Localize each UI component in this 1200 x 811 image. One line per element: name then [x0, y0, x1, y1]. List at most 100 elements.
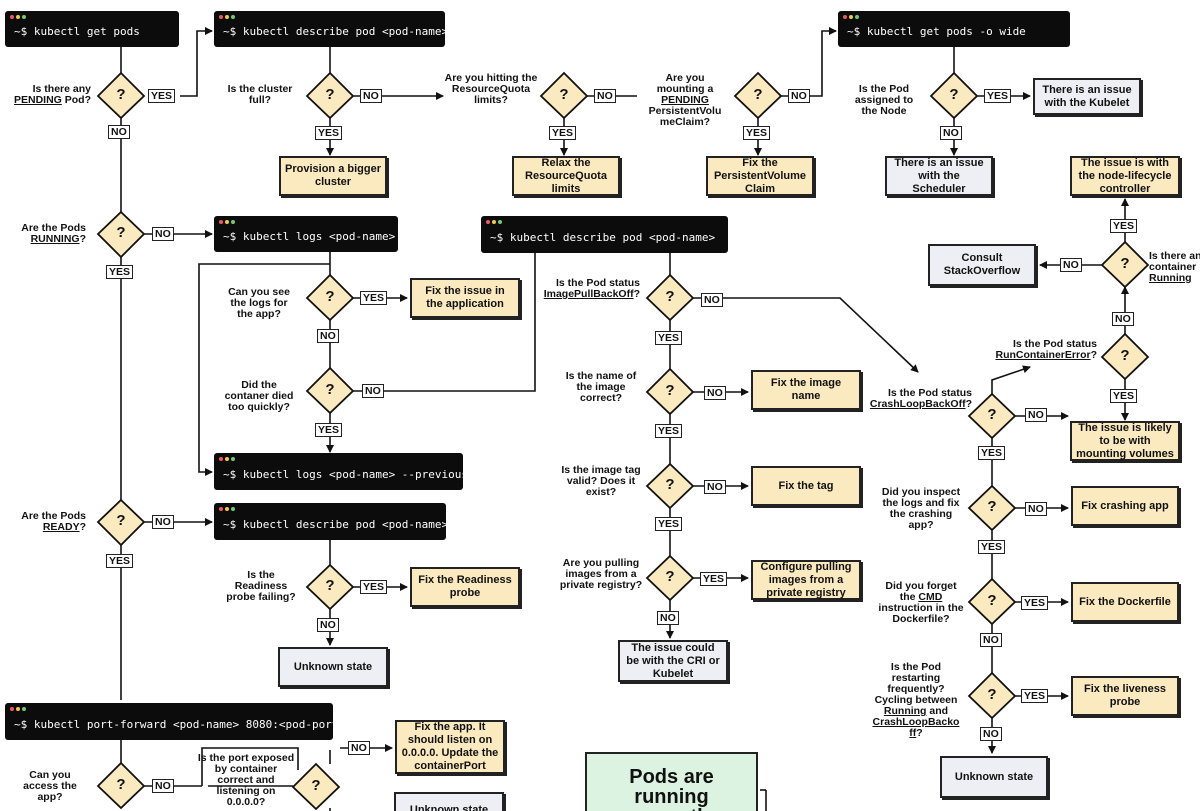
diamond-question-mark: ? — [987, 686, 997, 703]
window-dots-icon — [219, 15, 237, 20]
question-pod-assigned: Is the Pod assigned to the Node — [854, 83, 914, 117]
yes-label: YES — [360, 580, 388, 594]
action-fix-image-name: Fix the image name — [751, 370, 861, 410]
no-label: NO — [152, 227, 174, 241]
no-label: NO — [1025, 408, 1047, 422]
diamond-question-mark: ? — [987, 406, 997, 423]
outcome-consult-stackoverflow: Consult StackOverflow — [928, 244, 1036, 286]
outcome-unknown-state: Unknown state — [940, 756, 1048, 798]
diamond-question-mark: ? — [665, 568, 675, 585]
window-dots-icon — [219, 507, 237, 512]
outcome-unknown-state: Unknown state — [394, 792, 504, 811]
no-label: NO — [657, 611, 679, 625]
outcome-unknown-state: Unknown state — [278, 647, 388, 687]
yes-label: YES — [655, 424, 683, 438]
diamond-question-mark: ? — [665, 288, 675, 305]
action-fix-dockerfile: Fix the Dockerfile — [1071, 582, 1179, 622]
action-fix-crashing-app: Fix crashing app — [1071, 486, 1179, 526]
yes-label: YES — [1110, 389, 1138, 403]
action-fix-pvc: Fix the PersistentVolume Claim — [706, 156, 814, 196]
window-dots-icon — [219, 457, 237, 462]
diamond-question-mark: ? — [987, 592, 997, 609]
command-text: ~$ kubectl get pods -o wide — [847, 25, 1026, 38]
yes-label: YES — [315, 423, 343, 437]
window-dots-icon — [10, 707, 28, 712]
command-text: ~$ kubectl logs <pod-name> — [223, 230, 396, 243]
yes-label: YES — [106, 554, 134, 568]
diamond-question-mark: ? — [311, 777, 321, 794]
diamond-question-mark: ? — [1120, 255, 1130, 272]
question-image-name: Is the name of the image correct? — [565, 370, 637, 404]
diamond-question-mark: ? — [116, 776, 126, 793]
no-label: NO — [704, 386, 726, 400]
command-text: ~$ kubectl describe pod <pod-name> — [490, 231, 716, 244]
diamond-question-mark: ? — [325, 381, 335, 398]
action-fix-readiness-probe: Fix the Readiness probe — [410, 567, 520, 607]
diamond-question-mark: ? — [325, 577, 335, 594]
yes-label: YES — [148, 89, 176, 103]
yes-label: YES — [549, 126, 577, 140]
yes-label: YES — [978, 540, 1006, 554]
action-fix-application: Fix the issue in the application — [410, 278, 520, 318]
question-image-tag: Is the image tag valid? Does it exist? — [561, 464, 641, 498]
question-readiness-probe: Is the Readiness probe failing? — [226, 569, 296, 603]
no-label: NO — [348, 741, 370, 755]
diamond-question-mark: ? — [1120, 347, 1130, 364]
no-label: NO — [152, 779, 174, 793]
action-relax-resourcequota: Relax the ResourceQuota limits — [512, 156, 620, 196]
command-kubectl-describe-pod: ~$ kubectl describe pod <pod-name> — [214, 11, 448, 47]
outcome-kubelet-issue: There is an issue with the Kubelet — [1033, 78, 1141, 115]
question-port-exposed: Is the port exposed by container correct… — [197, 752, 295, 808]
yes-label: YES — [984, 89, 1012, 103]
no-label: NO — [1060, 258, 1082, 272]
command-kubectl-get-pods: ~$ kubectl get pods — [5, 11, 179, 47]
command-kubectl-logs-previous: ~$ kubectl logs <pod-name> --previous — [214, 453, 468, 490]
command-kubectl-port-forward: ~$ kubectl port-forward <pod-name> 8080:… — [5, 703, 345, 740]
command-text: ~$ kubectl logs <pod-name> --previous — [223, 468, 469, 481]
diamond-question-mark: ? — [325, 288, 335, 305]
command-kubectl-logs: ~$ kubectl logs <pod-name> — [214, 216, 398, 252]
command-kubectl-describe-pod: ~$ kubectl describe pod <pod-name> — [214, 503, 448, 540]
action-fix-liveness-probe: Fix the liveness probe — [1071, 676, 1179, 716]
no-label: NO — [317, 618, 339, 632]
yes-label: YES — [743, 126, 771, 140]
command-text: ~$ kubectl get pods — [14, 25, 140, 38]
question-cluster-full: Is the cluster full? — [227, 83, 293, 106]
diamond-question-mark: ? — [116, 86, 126, 103]
diamond-question-mark: ? — [949, 86, 959, 103]
command-text: ~$ kubectl port-forward <pod-name> 8080:… — [14, 718, 346, 731]
command-kubectl-get-pods-wide: ~$ kubectl get pods -o wide — [838, 11, 1070, 47]
command-kubectl-describe-pod: ~$ kubectl describe pod <pod-name> — [481, 216, 728, 253]
yes-label: YES — [1021, 596, 1049, 610]
no-label: NO — [360, 89, 382, 103]
no-label: NO — [1112, 312, 1134, 326]
outcome-mounting-volumes: The issue is likely to be with mounting … — [1070, 421, 1180, 461]
diamond-question-mark: ? — [665, 382, 675, 399]
yes-label: YES — [655, 331, 683, 345]
no-label: NO — [940, 126, 962, 140]
question-resourcequota: Are you hitting the ResourceQuota limits… — [444, 72, 538, 106]
action-provision-bigger-cluster: Provision a bigger cluster — [279, 156, 387, 196]
no-label: NO — [980, 633, 1002, 647]
decision-diamonds — [96, 71, 1150, 811]
no-label: NO — [1025, 502, 1047, 516]
no-label: NO — [701, 293, 723, 307]
yes-label: YES — [655, 517, 683, 531]
question-died-quickly: Did the contaner died too quickly? — [224, 379, 294, 413]
action-fix-app-listen-address: Fix the app. It should listen on 0.0.0.0… — [395, 720, 505, 774]
diamond-question-mark: ? — [116, 512, 126, 529]
question-see-logs: Can you see the logs for the app? — [228, 286, 290, 320]
diamond-question-mark: ? — [987, 498, 997, 515]
diamond-question-mark: ? — [116, 224, 126, 241]
window-dots-icon — [219, 220, 237, 225]
question-pod-restarting: Is the Pod restarting frequently? Cyclin… — [872, 661, 960, 739]
action-fix-tag: Fix the tag — [751, 466, 861, 506]
